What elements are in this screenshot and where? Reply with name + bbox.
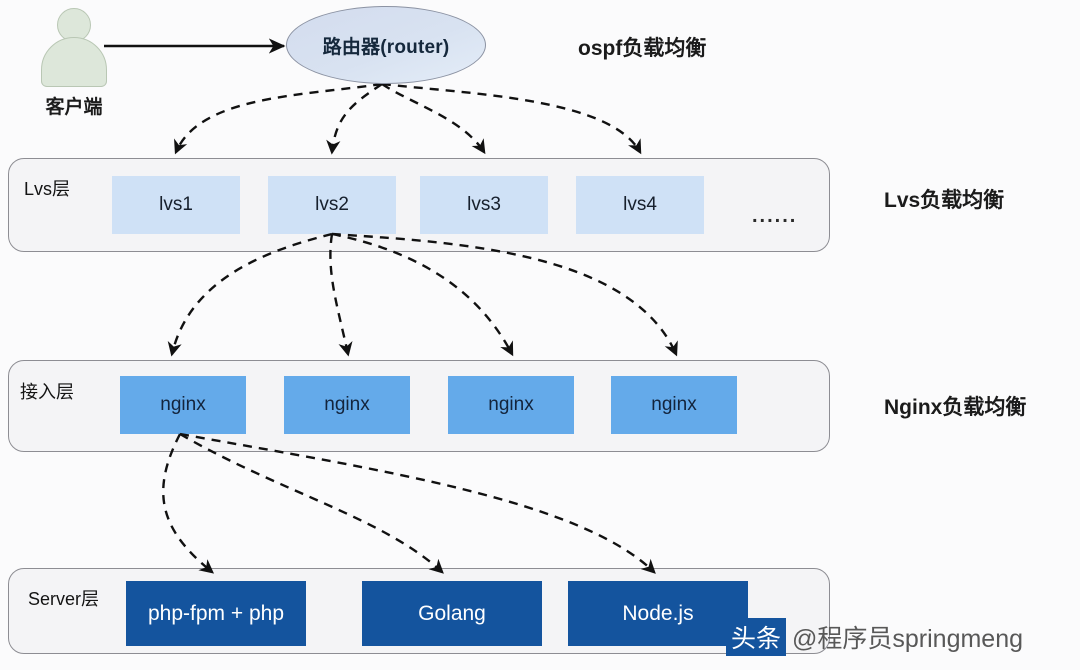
edge-nginx1-to-golang [179, 432, 444, 574]
layer-server-label: Server层 [28, 589, 100, 609]
edge-lvs2-to-nginx4 [331, 232, 678, 357]
node-lvs4[interactable]: lvs4 [576, 176, 704, 234]
layer-lvs-label: Lvs层 [24, 179, 71, 199]
node-nginx-4[interactable]: nginx [611, 376, 737, 434]
edge-lvs2-to-nginx2 [329, 233, 353, 357]
edge-nginx1-to-nodejs [179, 432, 656, 574]
edge-router-to-lvs2 [326, 83, 383, 155]
client-body-icon [41, 37, 107, 87]
watermark: 头条 @程序员springmeng [726, 618, 1023, 656]
router-label: 路由器(router) [322, 36, 450, 58]
node-lvs2[interactable]: lvs2 [268, 176, 396, 234]
node-golang[interactable]: Golang [362, 581, 542, 646]
caption-ospf: ospf负载均衡 [578, 37, 707, 60]
node-nginx-1[interactable]: nginx [120, 376, 246, 434]
client-icon [38, 8, 110, 88]
lvs-more-indicator: ...... [752, 205, 798, 227]
edge-lvs2-to-nginx1 [167, 232, 333, 357]
client-head-icon [57, 8, 91, 42]
edge-router-to-lvs4 [381, 82, 642, 155]
caption-lvs: Lvs负载均衡 [884, 189, 1005, 212]
client-label: 客户端 [45, 97, 103, 118]
layer-access-label: 接入层 [20, 382, 74, 402]
edge-nginx1-to-php [162, 433, 215, 574]
node-nginx-2[interactable]: nginx [284, 376, 410, 434]
watermark-badge: 头条 [726, 618, 787, 656]
node-lvs1[interactable]: lvs1 [112, 176, 240, 234]
node-lvs3[interactable]: lvs3 [420, 176, 548, 234]
edge-router-to-lvs1 [174, 82, 383, 155]
node-nodejs[interactable]: Node.js [568, 581, 748, 646]
node-php-fpm[interactable]: php-fpm + php [126, 581, 306, 646]
edge-lvs2-to-nginx3 [331, 232, 514, 357]
edge-router-to-lvs3 [381, 83, 486, 155]
caption-nginx: Nginx负载均衡 [884, 396, 1027, 419]
node-nginx-3[interactable]: nginx [448, 376, 574, 434]
router-node[interactable]: 路由器(router) [286, 6, 486, 84]
watermark-text: @程序员springmeng [792, 625, 1024, 653]
